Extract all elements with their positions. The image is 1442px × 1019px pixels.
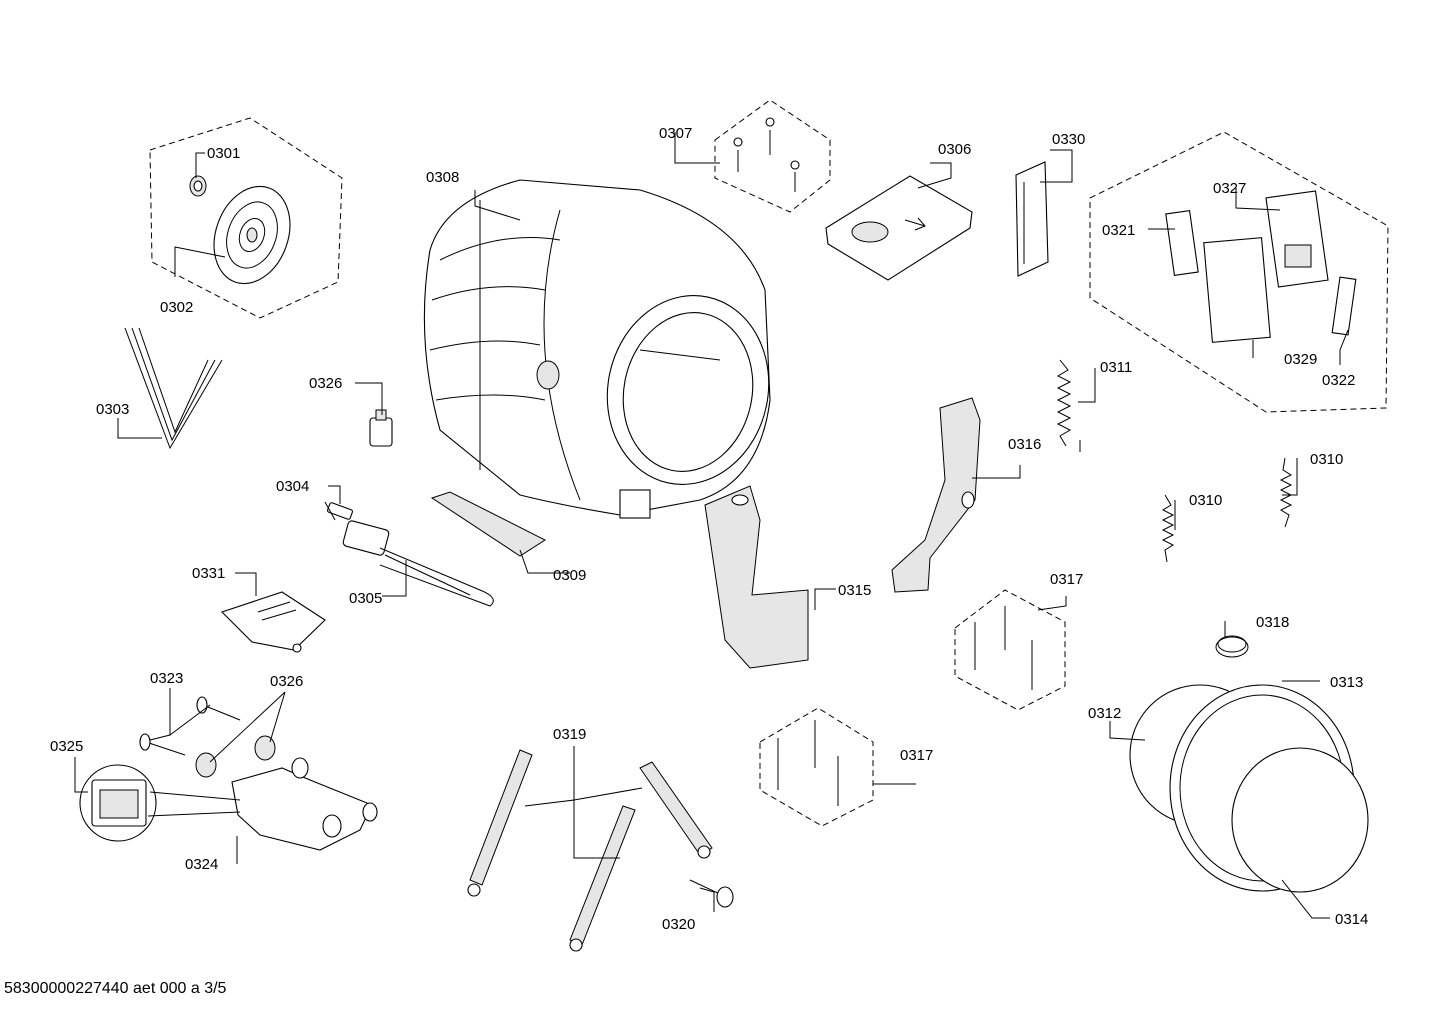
label-0307: 0307 — [659, 125, 692, 142]
connector-detail — [79, 764, 241, 842]
drive-motor — [231, 757, 378, 851]
screw-set-mid — [954, 589, 1066, 711]
springs — [1056, 359, 1293, 563]
hose-clamp — [1215, 635, 1249, 658]
label-0316: 0316 — [1008, 436, 1041, 453]
electronics-group — [1089, 131, 1389, 413]
label-0321: 0321 — [1102, 222, 1135, 239]
pulley-group — [149, 117, 343, 319]
label-0312: 0312 — [1088, 705, 1121, 722]
label-0308: 0308 — [426, 169, 459, 186]
label-0301: 0301 — [207, 145, 240, 162]
bolt — [689, 879, 734, 908]
label-0319: 0319 — [553, 726, 586, 743]
label-0314: 0314 — [1335, 911, 1368, 928]
label-0329: 0329 — [1284, 351, 1317, 368]
pcb-strip — [1015, 161, 1049, 277]
label-0322: 0322 — [1322, 372, 1355, 389]
label-0315: 0315 — [838, 582, 871, 599]
drum-paddle — [430, 491, 547, 557]
screw-set-top — [714, 99, 831, 213]
screws-group — [139, 696, 241, 756]
label-0331: 0331 — [192, 565, 225, 582]
label-0306: 0306 — [938, 141, 971, 158]
label-0323: 0323 — [150, 670, 183, 687]
door-seal-assembly — [1129, 684, 1369, 893]
temperature-sensor — [324, 501, 353, 521]
label-0302: 0302 — [160, 299, 193, 316]
label-0327: 0327 — [1213, 180, 1246, 197]
label-0320: 0320 — [662, 916, 695, 933]
label-0317-lower: 0317 — [900, 747, 933, 764]
label-0305: 0305 — [349, 590, 382, 607]
label-0326-upper: 0326 — [309, 375, 342, 392]
leader-lines — [74, 132, 1349, 919]
heating-element — [342, 520, 494, 607]
label-0303: 0303 — [96, 401, 129, 418]
shock-absorber-brackets — [704, 397, 981, 669]
pressure-switch-part — [369, 409, 393, 447]
bushings — [195, 735, 276, 778]
screw-set-low — [759, 707, 874, 827]
label-0325: 0325 — [50, 738, 83, 755]
label-0310-right: 0310 — [1310, 451, 1343, 468]
label-0317-upper: 0317 — [1050, 571, 1083, 588]
drive-belt — [124, 327, 223, 450]
label-0318: 0318 — [1256, 614, 1289, 631]
label-0309: 0309 — [553, 567, 586, 584]
label-0313: 0313 — [1330, 674, 1363, 691]
label-0311: 0311 — [1100, 359, 1132, 376]
label-sheet — [220, 591, 326, 653]
part-labels: 0301 0302 0303 0304 0305 0306 0307 0308 … — [50, 125, 1368, 933]
shock-absorbers — [467, 749, 713, 952]
top-cover — [825, 175, 973, 281]
label-0304: 0304 — [276, 478, 309, 495]
label-0310-left: 0310 — [1189, 492, 1222, 509]
washing-drum — [423, 179, 771, 519]
label-0330: 0330 — [1052, 131, 1085, 148]
label-0326-lower: 0326 — [270, 673, 303, 690]
label-0324: 0324 — [185, 856, 218, 873]
document-id-footer: 58300000227440 aet 000 a 3/5 — [4, 980, 227, 997]
